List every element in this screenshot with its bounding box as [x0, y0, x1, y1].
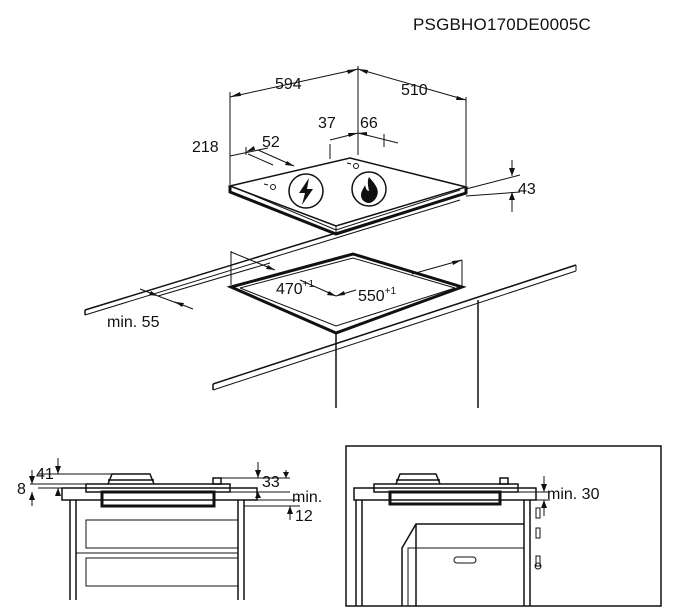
section-right: min. 30 — [345, 445, 662, 607]
hob-plate — [227, 157, 469, 227]
section-right-frame — [345, 445, 662, 607]
hob-plate-edge — [228, 186, 468, 236]
dim-min-30: min. 30 — [547, 486, 600, 503]
lightning-bolt-icon — [288, 173, 324, 209]
dim-section-8: 8 — [17, 481, 26, 498]
dim-section-41: 41 — [36, 466, 54, 483]
knob-marker-right — [353, 163, 359, 169]
dim-section-min-label: min. — [292, 489, 322, 506]
dim-section-33: 33 — [262, 474, 280, 491]
dim-knob-offset-66: 66 — [360, 115, 378, 132]
dim-height-43: 43 — [518, 181, 536, 198]
dim-left-offset-218: 218 — [192, 139, 219, 156]
dim-knob-offset-37: 37 — [318, 115, 336, 132]
dim-cutout-width-550: 550+1 — [358, 286, 397, 305]
dim-width-594: 594 — [275, 76, 302, 93]
knob-marker-left — [270, 184, 276, 190]
hob-perspective: 594 510 218 52 37 66 43 — [192, 66, 536, 236]
dim-depth-510: 510 — [401, 82, 428, 99]
dim-knob-spacing-52: 52 — [262, 134, 280, 151]
dim-min-55: min. 55 — [107, 314, 160, 331]
reference-code: PSGBHO170DE0005C — [413, 15, 591, 34]
dim-section-min-12: 12 — [295, 508, 313, 525]
dim-cutout-depth-470: 470+1 — [276, 279, 315, 298]
worktop-cutout: 470+1 550+1 min. 55 — [84, 194, 577, 408]
section-left: 41 8 33 min. 12 — [17, 458, 322, 600]
flame-icon — [351, 171, 387, 207]
